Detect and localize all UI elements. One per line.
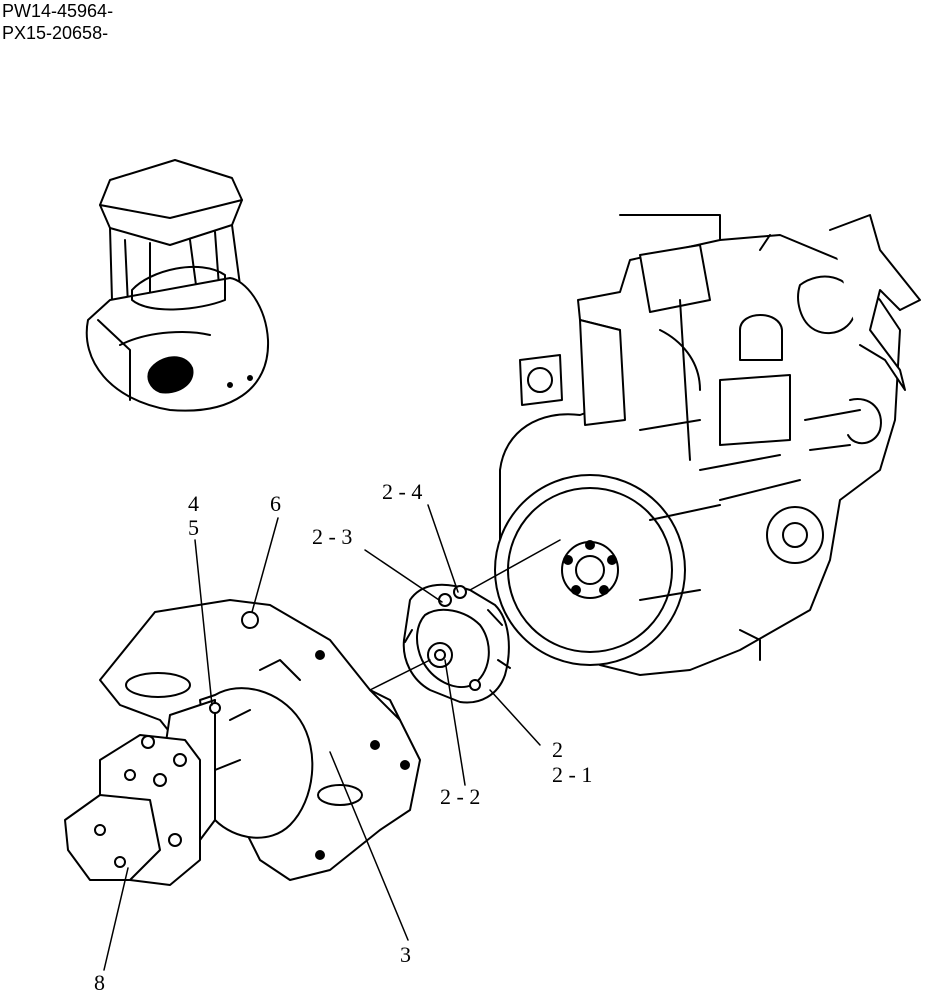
callout-3: 3 [400, 942, 411, 967]
callout-leaders [103, 504, 541, 971]
hydraulic-pump [64, 687, 314, 886]
callout-2-1: 2 - 1 [552, 762, 592, 787]
flex-coupling [402, 583, 511, 704]
engine-assembly [494, 214, 921, 676]
callout-2-2: 2 - 2 [440, 784, 480, 809]
serial-range-1: PW14-45964- [2, 1, 114, 21]
callout-2: 2 [552, 737, 563, 762]
assembly-lines [369, 539, 561, 691]
callout-4: 4 [188, 491, 199, 516]
callout-2-4: 2 - 4 [382, 479, 422, 504]
serial-range-header: PW14-45964- PX15-20658- [2, 0, 113, 44]
callout-2-3: 2 - 3 [312, 524, 352, 549]
serial-range-2: PX15-20658- [2, 23, 109, 43]
callout-6: 6 [270, 491, 281, 516]
machine-location-thumbnail [85, 159, 270, 412]
callout-5: 5 [188, 515, 199, 540]
callout-8: 8 [94, 970, 105, 995]
